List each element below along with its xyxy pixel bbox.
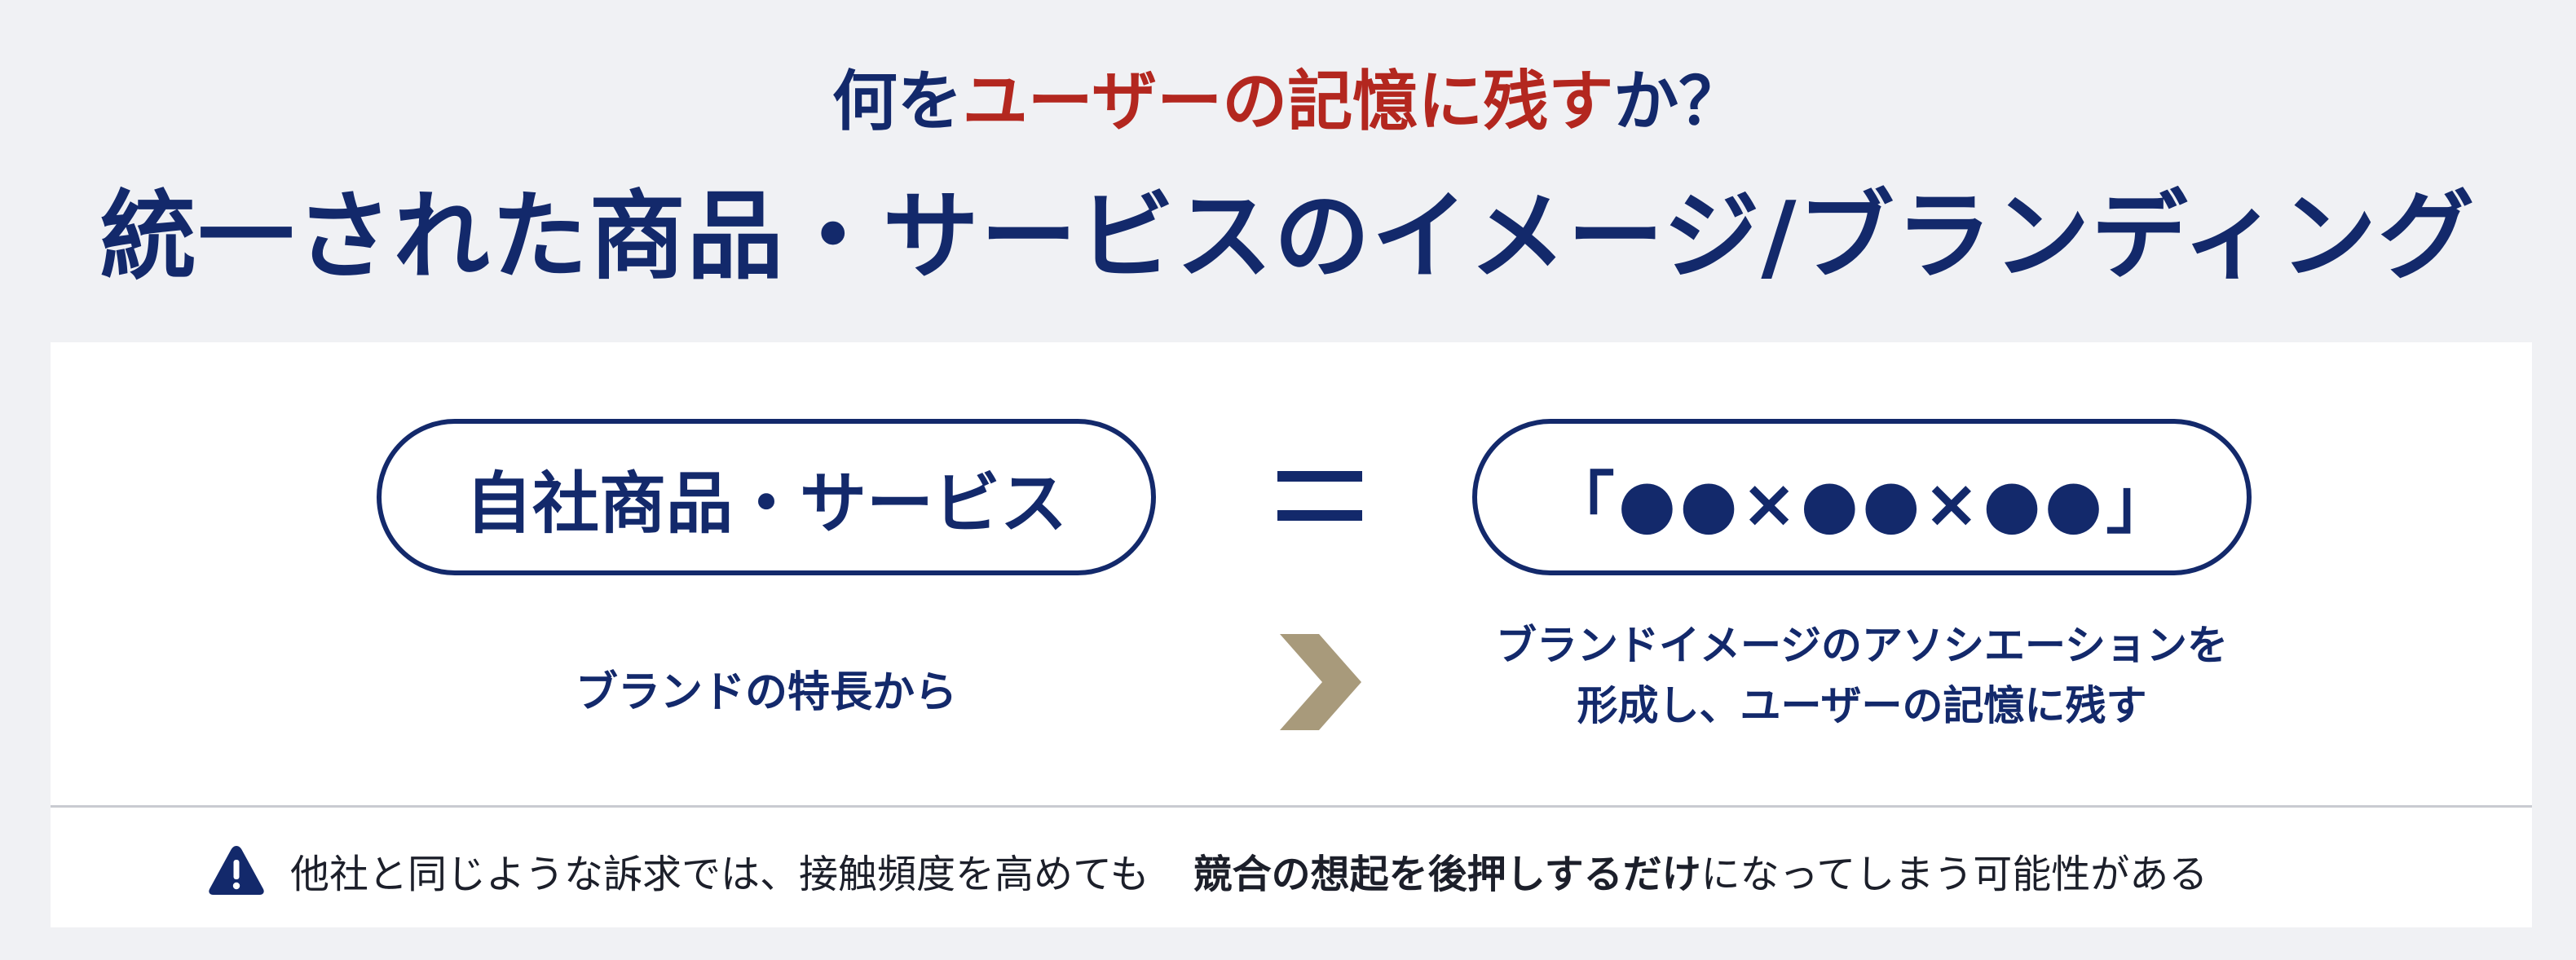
warning-text-after: になってしまう可能性がある: [1700, 852, 2208, 897]
association-caption: ブランドイメージのアソシエーションを 形成し、ユーザーの記憶に残す: [1431, 615, 2292, 736]
question-accent: ユーザーの記憶に残す: [962, 64, 1614, 139]
association-caption-line1: ブランドイメージのアソシエーションを: [1496, 622, 2228, 669]
question-suffix: か？: [1613, 64, 1745, 139]
chevron-right-icon: [1280, 634, 1361, 730]
equals-bar-top: [1277, 471, 1362, 482]
question-prefix: 何を: [831, 64, 963, 139]
warning-triangle-icon: [209, 846, 264, 895]
page-title: 統一された商品・サービスのイメージ/ブランディング: [99, 180, 2477, 293]
warning-text-bold: 競合の想起を後押しするだけ: [1193, 852, 1701, 897]
equals-bar-bottom: [1277, 510, 1362, 521]
equals-sign: [1277, 471, 1362, 523]
divider: [51, 805, 2532, 808]
association-caption-line2: 形成し、ユーザーの記憶に残す: [1577, 682, 2147, 729]
brand-feature-caption: ブランドの特長から: [575, 668, 957, 717]
content-panel: 自社商品・サービス 「●●×●●×●●」 ブランドの特長から ブランドイメージの…: [51, 342, 2532, 927]
warning-note: 他社と同じような訴求では、接触頻度を高めても競合の想起を後押しするだけになってし…: [207, 839, 2208, 901]
warning-text-before: 他社と同じような訴求では、接触頻度を高めても: [290, 852, 1149, 897]
question-heading: 何をユーザーの記憶に残すか？: [0, 57, 2576, 147]
brand-keyword-pill: 「●●×●●×●●」: [1472, 419, 2252, 575]
own-product-pill: 自社商品・サービス: [377, 419, 1156, 575]
